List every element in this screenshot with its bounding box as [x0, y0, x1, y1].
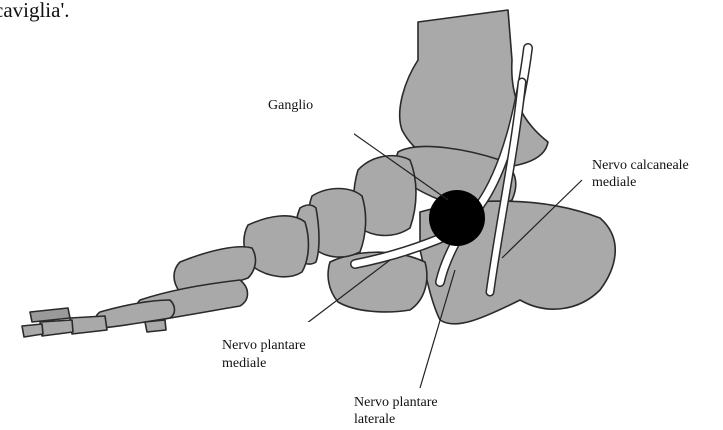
label-ganglio: Ganglio [268, 97, 313, 114]
phalanx-bone-3 [22, 324, 43, 337]
label-nervo-plantare-laterale-line2: laterale [354, 411, 395, 428]
phalanx-bone-1 [70, 316, 107, 334]
phalanx-bone-5 [145, 320, 166, 332]
ganglion-cyst [429, 190, 485, 246]
label-nervo-calcaneale-line1: Nervo calcaneale [592, 157, 689, 174]
label-nervo-plantare-laterale-line1: Nervo plantare [354, 394, 438, 411]
label-nervo-plantare-mediale-line1: Nervo plantare [222, 337, 306, 354]
phalanx-bone-2 [40, 320, 73, 336]
label-nervo-calcaneale-line2: mediale [592, 174, 636, 191]
label-nervo-plantare-mediale-line2: mediale [222, 355, 266, 372]
